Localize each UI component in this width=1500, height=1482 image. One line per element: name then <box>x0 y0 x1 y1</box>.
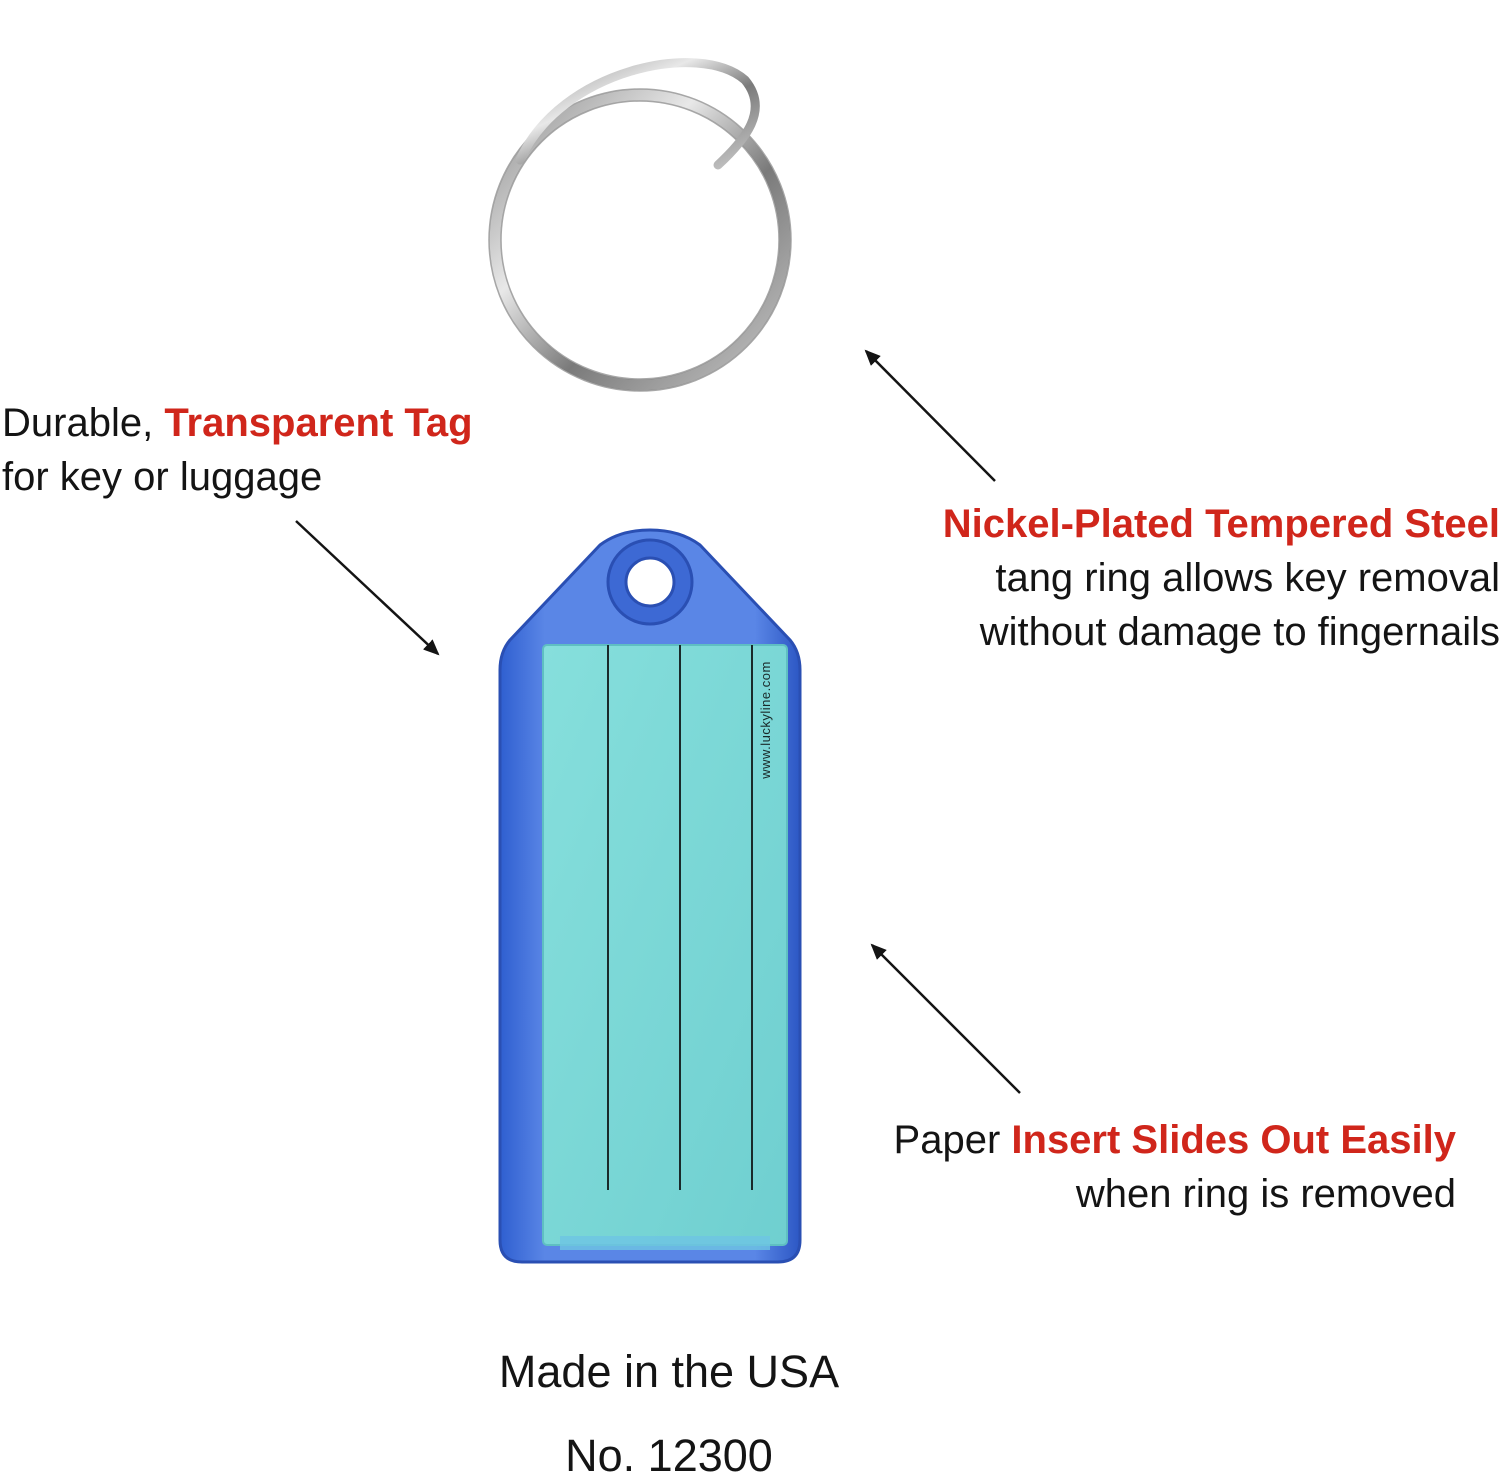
arrow-tag <box>295 520 440 656</box>
callout-ring-line3: without damage to fingernails <box>979 610 1500 654</box>
transparent-tag <box>498 528 802 1264</box>
insert-url-label: www.luckyline.com <box>758 661 773 779</box>
made-in-usa: Made in the USA <box>498 1346 840 1397</box>
model-number: No. 12300 <box>565 1430 773 1481</box>
callout-tag-line2: for key or luggage <box>2 455 323 499</box>
arrow-ring <box>864 349 996 482</box>
callout-transparent-tag: Durable, Transparent Tag for key or lugg… <box>2 396 473 504</box>
key-ring <box>488 58 792 392</box>
callout-tag-prefix: Durable, <box>2 401 165 445</box>
callout-paper-insert: Paper Insert Slides Out Easily when ring… <box>894 1113 1456 1221</box>
paper-insert <box>542 644 788 1246</box>
callout-steel-ring: Nickel-Plated Tempered Steel tang ring a… <box>943 497 1500 659</box>
callout-insert-highlight: Insert Slides Out Easily <box>1011 1118 1456 1162</box>
arrow-insert <box>870 943 1021 1094</box>
callout-tag-highlight: Transparent Tag <box>164 401 473 445</box>
callout-ring-highlight: Nickel-Plated Tempered Steel <box>942 502 1500 546</box>
callout-ring-line2: tang ring allows key removal <box>995 556 1500 600</box>
callout-insert-line2: when ring is removed <box>1075 1172 1456 1216</box>
callout-insert-prefix: Paper <box>893 1118 1012 1162</box>
